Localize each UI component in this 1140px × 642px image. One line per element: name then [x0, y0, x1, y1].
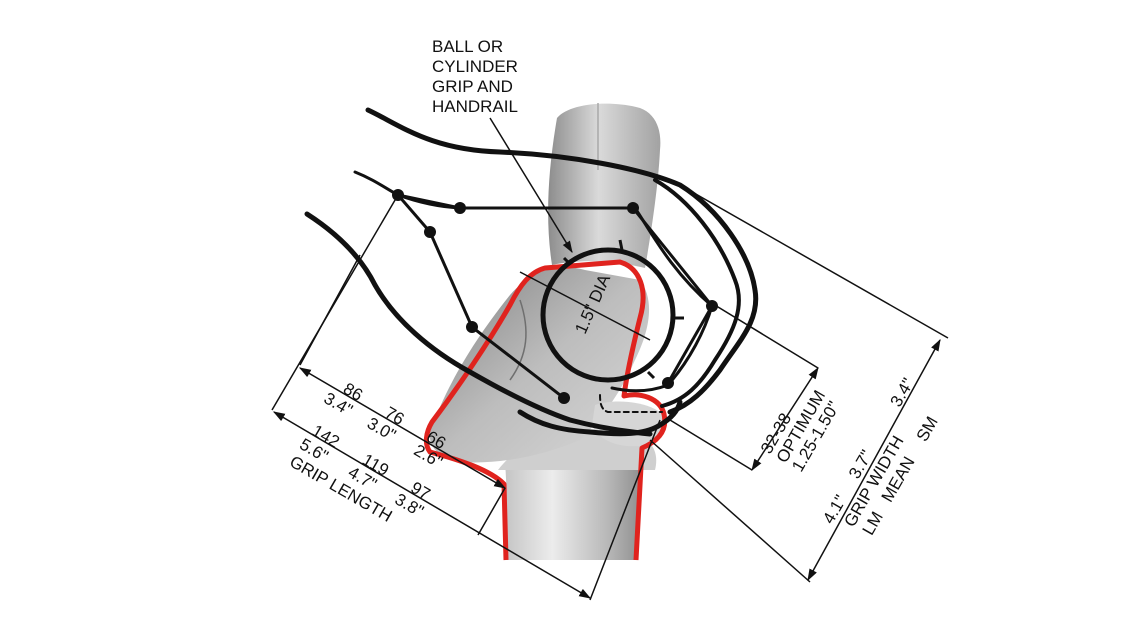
grip-length-dimensions [271, 194, 661, 601]
callout-line-4: HANDRAIL [432, 97, 518, 116]
optimum-labels: 32-38 OPTIMUM 1.25-1.50" [757, 387, 844, 475]
diameter-line [519, 271, 651, 341]
link-line [666, 305, 714, 384]
grip-width-labels: 4.1" 3.7" 3.4" GRIP WIDTH LM MEAN SM [819, 375, 942, 538]
thumb-shape [548, 103, 661, 269]
callout-leader [489, 117, 573, 254]
gw-sm-col: SM [913, 413, 942, 445]
grip-length-labels: 86 76 66 3.4" 3.0" 2.6" 142 119 97 5.6" … [286, 379, 449, 526]
palm-crease [509, 299, 527, 381]
link-line [631, 207, 714, 307]
link-line [396, 194, 432, 233]
callout-label: BALL OR CYLINDER GRIP AND HANDRAIL [432, 37, 573, 254]
knuckle-linkage [396, 193, 714, 400]
callout-line-2: CYLINDER [432, 57, 518, 76]
callout-line-1: BALL OR [432, 37, 503, 56]
finger-contour-upper-inner [653, 178, 741, 408]
callout-line-3: GRIP AND [432, 77, 513, 96]
joint-dot [424, 226, 436, 238]
link-line [428, 231, 474, 328]
grip-width-line [807, 338, 941, 582]
joint-dot [558, 392, 570, 404]
joint-dot [662, 377, 674, 389]
knuckle-joints [392, 189, 718, 404]
joint-dot [466, 321, 478, 333]
grip-dashed-line [599, 394, 663, 413]
handrail-ticks [562, 239, 684, 380]
optimum-dimension [669, 295, 819, 472]
link-line [471, 325, 565, 400]
joint-dot [706, 300, 718, 312]
handrail-circle [540, 247, 676, 383]
link-line [397, 193, 461, 210]
joint-dot [454, 202, 466, 214]
finger-contour-upper [365, 107, 759, 415]
grip-width-dimension [649, 184, 949, 583]
joint-dot [627, 202, 639, 214]
optimum-line [751, 366, 819, 472]
grip-length-long-line [272, 411, 592, 599]
gw-sm-value: 3.4" [887, 375, 918, 410]
